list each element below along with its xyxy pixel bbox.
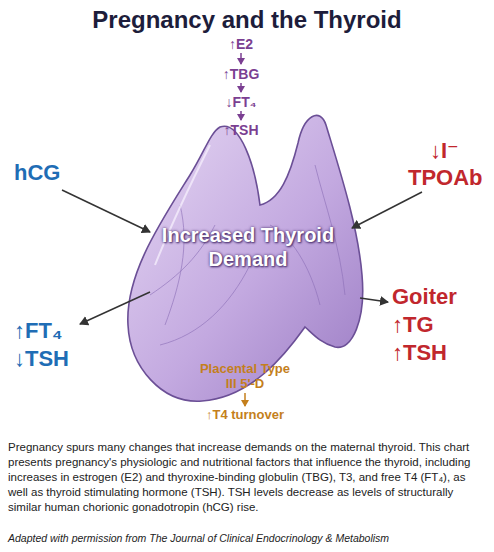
chain-arrow — [240, 53, 242, 64]
thyroid-highlight — [155, 145, 210, 265]
credit-note: Adapted with permission from The Journal… — [8, 532, 488, 544]
leader-arrow — [62, 190, 150, 232]
factor-label: ↓I⁻ — [430, 138, 459, 163]
node-heading: Increased Thyroid Demand — [160, 223, 336, 271]
leader-arrow — [352, 192, 422, 228]
effect-label: ↑TSH — [392, 340, 447, 365]
effect-label: Goiter — [392, 284, 457, 309]
leader-arrow — [80, 292, 150, 324]
factor-label: ↑TBG — [201, 66, 281, 82]
effect-label: ↑FT₄ — [14, 318, 62, 343]
thyroid-gland: Increased Thyroid Demand — [120, 105, 375, 405]
figure-caption: Pregnancy spurs many changes that increa… — [8, 440, 488, 515]
factor-label: TPOAb — [408, 165, 483, 190]
factor-label: hCG — [14, 160, 60, 185]
chain-arrow — [240, 111, 242, 120]
diagram-title: Pregnancy and the Thyroid — [0, 6, 494, 34]
factor-label: ↑E2 — [201, 36, 281, 52]
factor-label: ↓FT₄ — [201, 94, 281, 110]
turnover-arrow — [244, 393, 246, 406]
effect-label: ↑TG — [392, 312, 434, 337]
chain-arrow — [240, 83, 242, 92]
effect-label: ↑T4 turnover — [180, 408, 310, 423]
leader-arrow — [360, 298, 388, 302]
thyroid-texture — [150, 165, 345, 345]
enzyme-label: Placental Type III 5'-D — [195, 362, 295, 392]
effect-label: ↓TSH — [14, 346, 69, 371]
factor-label: ↑TSH — [201, 122, 281, 138]
thyroid-shape — [128, 115, 363, 401]
